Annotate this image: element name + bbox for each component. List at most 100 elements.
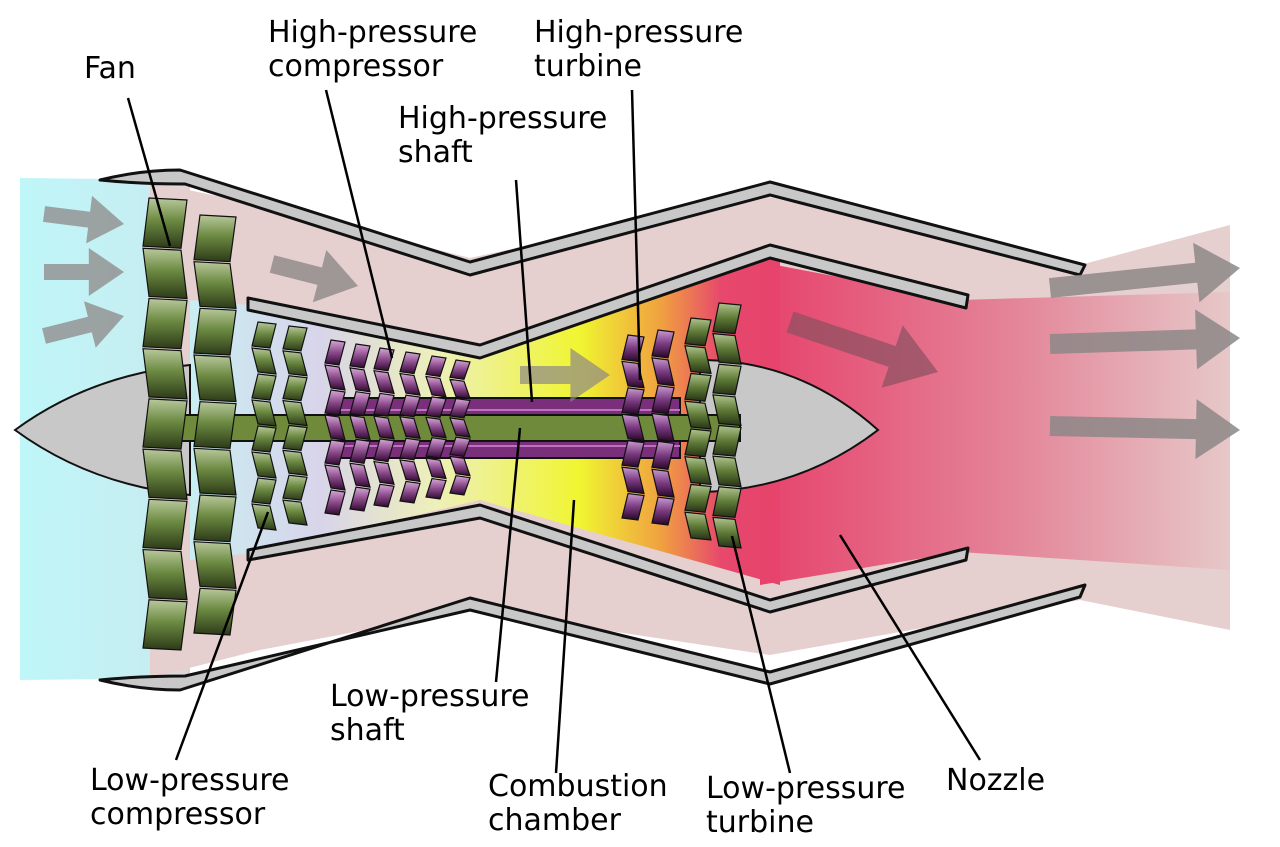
fan-stage-2-segment xyxy=(193,447,237,496)
lp-turbine-stage-2-segment xyxy=(712,302,742,335)
hp-compressor-stage-6-segment xyxy=(449,397,471,419)
fan-stage-2-segment xyxy=(193,494,237,543)
lp-turbine-stage-2-segment xyxy=(712,424,742,457)
hp-compressor-stage-4-segment xyxy=(399,372,421,396)
label-line: shaft xyxy=(398,135,473,170)
lp-compressor-stage-2-segment xyxy=(282,350,308,377)
hp-compressor-stage-1-segment xyxy=(324,464,346,491)
hp-turbine-stage-1-segment xyxy=(621,413,645,442)
lp-compressor-stage-1-segment xyxy=(251,451,277,479)
hp-compressor-stage-2-segment xyxy=(349,391,371,417)
leader-hp-compressor xyxy=(324,89,394,359)
lp-compressor-stage-1-segment xyxy=(251,477,277,505)
label-line: Fan xyxy=(84,51,136,86)
hp-compressor-stage-2-segment xyxy=(349,438,371,464)
hp-compressor-stage-4-segment xyxy=(399,394,421,418)
hp-compressor-stage-3-segment xyxy=(373,392,395,417)
fan-stage-2-segment xyxy=(193,401,237,449)
leader-fan xyxy=(126,97,172,247)
leader-nozzle xyxy=(838,534,982,761)
hp-turbine-stage-2-segment xyxy=(651,329,675,359)
hp-compressor-stage-2-segment xyxy=(349,367,371,393)
leader-lp-turbine xyxy=(730,535,792,774)
lp-compressor-stage-1-segment xyxy=(251,425,277,453)
lp-compressor-stage-1-segment xyxy=(251,503,277,531)
hp-compressor-stage-2-segment xyxy=(349,462,371,488)
hp-compressor-stage-3-segment xyxy=(373,438,395,463)
fan-stage-1-segment xyxy=(142,247,188,300)
label-line: turbine xyxy=(534,49,642,84)
lp-turbine-stage-2-segment xyxy=(712,486,742,519)
label-line: Low-pressure xyxy=(706,771,906,806)
hp-compressor-stage-2-segment xyxy=(349,414,371,441)
hp-compressor-stage-2-segment xyxy=(349,486,371,512)
exhaust-arrow-1 xyxy=(1049,242,1240,303)
hp-compressor-stage-5-segment xyxy=(425,416,447,439)
hp-compressor-stage-5-segment xyxy=(425,396,447,418)
label-line: compressor xyxy=(268,49,444,84)
hp-compressor-stage-6-segment xyxy=(449,417,471,438)
core-casing-top xyxy=(246,243,970,360)
hp-compressor-stage-3-segment xyxy=(373,415,395,440)
label-line: Combustion xyxy=(488,769,668,804)
intake-arrow-1 xyxy=(43,195,124,244)
bypass-arrow-inner xyxy=(269,250,358,303)
label-line: compressor xyxy=(90,797,266,832)
lp-turbine-stage-1-segment xyxy=(684,456,712,486)
lp-turbine-stage-2-segment xyxy=(712,455,742,488)
label-line: High-pressure xyxy=(268,15,478,50)
hp-compressor-stage-2 xyxy=(349,343,371,512)
hp-compressor-stage-4-segment xyxy=(399,437,421,461)
hp-compressor-stage-1 xyxy=(324,339,346,516)
hp-compressor-stage-6-segment xyxy=(449,455,471,477)
lp-turbine-stage-1-segment xyxy=(684,511,712,541)
lp-compressor-stage-2-segment xyxy=(282,499,308,526)
hp-compressor-stage-1-segment xyxy=(324,414,346,441)
hp-turbine-stage-1-segment xyxy=(621,466,645,495)
fan-stage-1-segment xyxy=(142,548,188,601)
hp-compressor-stage-1-segment xyxy=(324,389,346,416)
hp-turbine-stage-2-segment xyxy=(651,385,675,415)
core-casing-bottom xyxy=(246,503,970,614)
exhaust-arrow-3 xyxy=(1049,399,1240,460)
hp-compressor-stage-5-segment xyxy=(425,437,447,459)
lp-compressor-stage-2-segment xyxy=(282,449,308,476)
lp-compressor-stage-2-segment xyxy=(282,474,308,501)
hp-turbine-stage-1 xyxy=(621,334,645,521)
fan-stage-1 xyxy=(142,197,188,651)
hp-compressor-stage-5-segment xyxy=(425,355,447,378)
label-line: Low-pressure xyxy=(330,679,530,714)
lp-turbine-stage-1-segment xyxy=(684,428,712,458)
label-line: turbine xyxy=(706,805,814,840)
hp-compressor-stage-6-segment xyxy=(449,475,471,496)
lp-turbine-stage-1-segment xyxy=(684,400,712,430)
fan-stage-2-segment xyxy=(193,214,237,263)
hp-compressor-stage-5-segment xyxy=(425,457,447,480)
hp-compressor-stage-6-segment xyxy=(449,359,471,380)
leader-hp-shaft xyxy=(514,179,534,403)
label-line: Nozzle xyxy=(946,763,1046,798)
fan-stage-1-segment xyxy=(142,197,188,249)
blade-stages xyxy=(142,197,742,651)
lp-turbine-stage-2-segment xyxy=(712,394,742,427)
lp-turbine-stage-1-segment xyxy=(684,317,712,347)
label-line: shaft xyxy=(330,713,405,748)
hp-compressor-stage-4-segment xyxy=(399,351,421,375)
fan-stage-2-segment xyxy=(193,307,237,356)
hp-compressor-stage-5 xyxy=(425,355,447,500)
intake-arrow-2 xyxy=(44,248,124,296)
label-line: chamber xyxy=(488,803,621,838)
outer-casing-top xyxy=(98,168,1087,277)
lp-compressor-stage-1-segment xyxy=(251,321,277,349)
hp-turbine-stage-2-segment xyxy=(651,468,675,498)
hp-compressor-stage-3-segment xyxy=(373,460,395,486)
hp-turbine-stage-2-segment xyxy=(651,496,675,526)
hp-compressor-stage-4 xyxy=(399,351,421,504)
leader-hp-turbine xyxy=(630,89,642,381)
lp-compressor-stage-2-segment xyxy=(282,325,308,352)
hp-compressor-stage-5-segment xyxy=(425,477,447,500)
fan-stage-1-segment xyxy=(142,348,188,400)
